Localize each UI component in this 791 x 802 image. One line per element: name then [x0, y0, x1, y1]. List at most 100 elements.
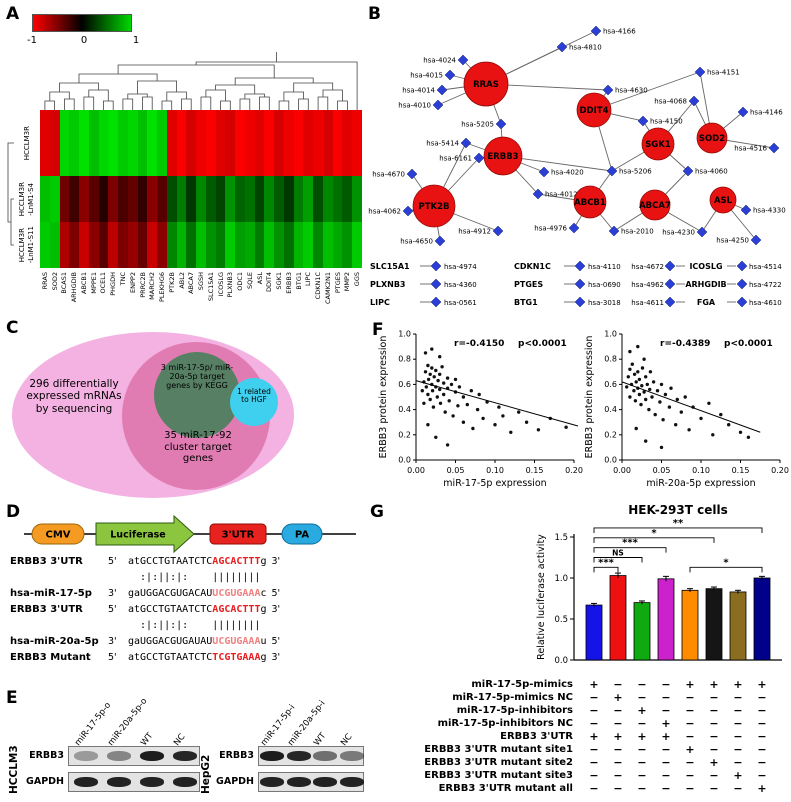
chart-title: HEK-293T cells	[628, 503, 728, 517]
column-dendrogram	[44, 52, 358, 110]
treatment-cell: −	[685, 769, 695, 782]
heatmap-cell	[342, 222, 353, 268]
data-point	[501, 414, 505, 418]
heatmap-cell	[293, 222, 304, 268]
data-point	[477, 392, 481, 397]
treatment-cell: −	[709, 691, 719, 704]
heatmap-cell	[352, 222, 363, 268]
treatment-cell: −	[733, 743, 743, 756]
treatment-cell: +	[589, 678, 599, 691]
data-point	[422, 401, 426, 405]
data-point	[536, 428, 541, 432]
treatment-row-label: ERBB3 3'UTR mutant site3	[424, 770, 573, 781]
pair-gene-label: PLXNB3	[370, 280, 406, 289]
significance-bracket	[593, 527, 763, 533]
y-tick-label: 1.0	[554, 574, 568, 584]
heatmap-cell	[244, 222, 256, 268]
protein-band	[73, 777, 98, 787]
treatment-cell: −	[661, 756, 671, 769]
data-point	[435, 395, 439, 399]
data-point	[451, 414, 455, 418]
heatmap-cell	[215, 176, 226, 222]
blot-image	[68, 746, 200, 766]
mirna-node-label: hsa-4166	[603, 28, 636, 36]
correlation-r: r=-0.4389	[660, 339, 710, 349]
treatment-cell: −	[757, 730, 767, 743]
treatment-cell: +	[685, 743, 695, 756]
heatmap-cell	[157, 176, 168, 222]
y-tick-label: 0.8	[604, 355, 617, 364]
panel-d-letter: D	[6, 502, 21, 522]
bar	[753, 577, 771, 661]
heatmap-cell	[235, 222, 246, 268]
pair-gene-label: PTGES	[514, 280, 543, 289]
heatmap-cell	[235, 176, 246, 222]
mirna-node-label: hsa-4670	[372, 171, 405, 179]
heatmap-cell	[166, 110, 177, 176]
heatmap-cell	[49, 110, 60, 176]
protein-band	[313, 777, 338, 787]
pair-mirna-label: hsa-4514	[749, 263, 782, 271]
sequence-3prime-end: 5'	[271, 588, 281, 599]
y-tick-label: 0.2	[398, 430, 411, 439]
treatment-cell: −	[589, 743, 599, 756]
heatmap-gene-label: CDKN1C	[314, 272, 323, 300]
panel-c-letter: C	[6, 318, 19, 338]
heatmap-cell	[283, 110, 295, 176]
data-point	[699, 416, 703, 421]
venn-hgf-label: 1 related to HGF	[237, 387, 271, 405]
heatmap-cell	[118, 176, 129, 222]
mirna-node-icon	[688, 95, 700, 107]
treatment-cell: −	[733, 704, 743, 717]
data-point	[636, 370, 640, 374]
data-point	[653, 412, 657, 417]
mirna-node-icon	[402, 205, 414, 217]
mirna-node-label: hsa-4151	[707, 69, 740, 77]
data-point	[639, 402, 643, 407]
data-point	[628, 395, 632, 399]
mirna-node-label: hsa-4014	[402, 87, 435, 95]
mirna-node-label: hsa-2010	[621, 228, 654, 236]
treatment-row-label: miR-17-5p-mimics NC	[452, 692, 573, 703]
heatmap-cell	[322, 110, 334, 176]
protein-band	[260, 751, 285, 761]
mirna-node-icon	[473, 152, 485, 164]
data-point	[630, 362, 634, 366]
mirna-node-icon	[538, 166, 550, 178]
data-point	[517, 410, 521, 414]
treatment-cell: −	[661, 782, 671, 795]
heatmap-cell	[186, 110, 197, 176]
data-point	[509, 430, 513, 434]
data-point	[434, 435, 438, 439]
significance-bracket	[689, 566, 763, 573]
significance-label: ***	[598, 557, 614, 568]
mirna-node-label: hsa-4630	[615, 87, 648, 95]
colorbar-tick-max: 1	[132, 35, 140, 46]
pair-gene-label: BTG1	[514, 298, 538, 307]
y-axis-label: ERBB3 protein expression	[378, 336, 389, 459]
heatmap-gene-label: ABCA7	[187, 272, 196, 294]
protein-band	[106, 751, 131, 761]
data-point	[434, 368, 438, 373]
heatmap-cell	[118, 110, 129, 176]
treatment-cell: +	[589, 730, 599, 743]
cmv-label: CMV	[45, 530, 70, 541]
heatmap-cell	[176, 176, 187, 222]
gene-hub-label: SOD2	[699, 134, 725, 144]
treatment-cell: +	[757, 678, 767, 691]
y-axis-label: Relative luciferase activity	[536, 534, 547, 660]
data-point	[424, 385, 428, 389]
sequence-text: atGCCTGTAATCTCAGCACTTTg	[128, 604, 267, 615]
sequence-flank: g	[260, 652, 267, 663]
treatment-row-label: miR-17-5p-inhibitors	[456, 705, 573, 716]
treatment-cell: +	[613, 730, 623, 743]
mirna-node-icon	[574, 296, 586, 308]
network-edge	[593, 71, 701, 111]
heatmap-cell	[352, 176, 363, 222]
treatment-cell: −	[661, 769, 671, 782]
treatment-cell: −	[757, 769, 767, 782]
sequence-name: ERBB3 Mutant	[10, 652, 91, 663]
y-tick-label: 0.8	[398, 355, 411, 364]
cmv-box	[31, 523, 85, 545]
